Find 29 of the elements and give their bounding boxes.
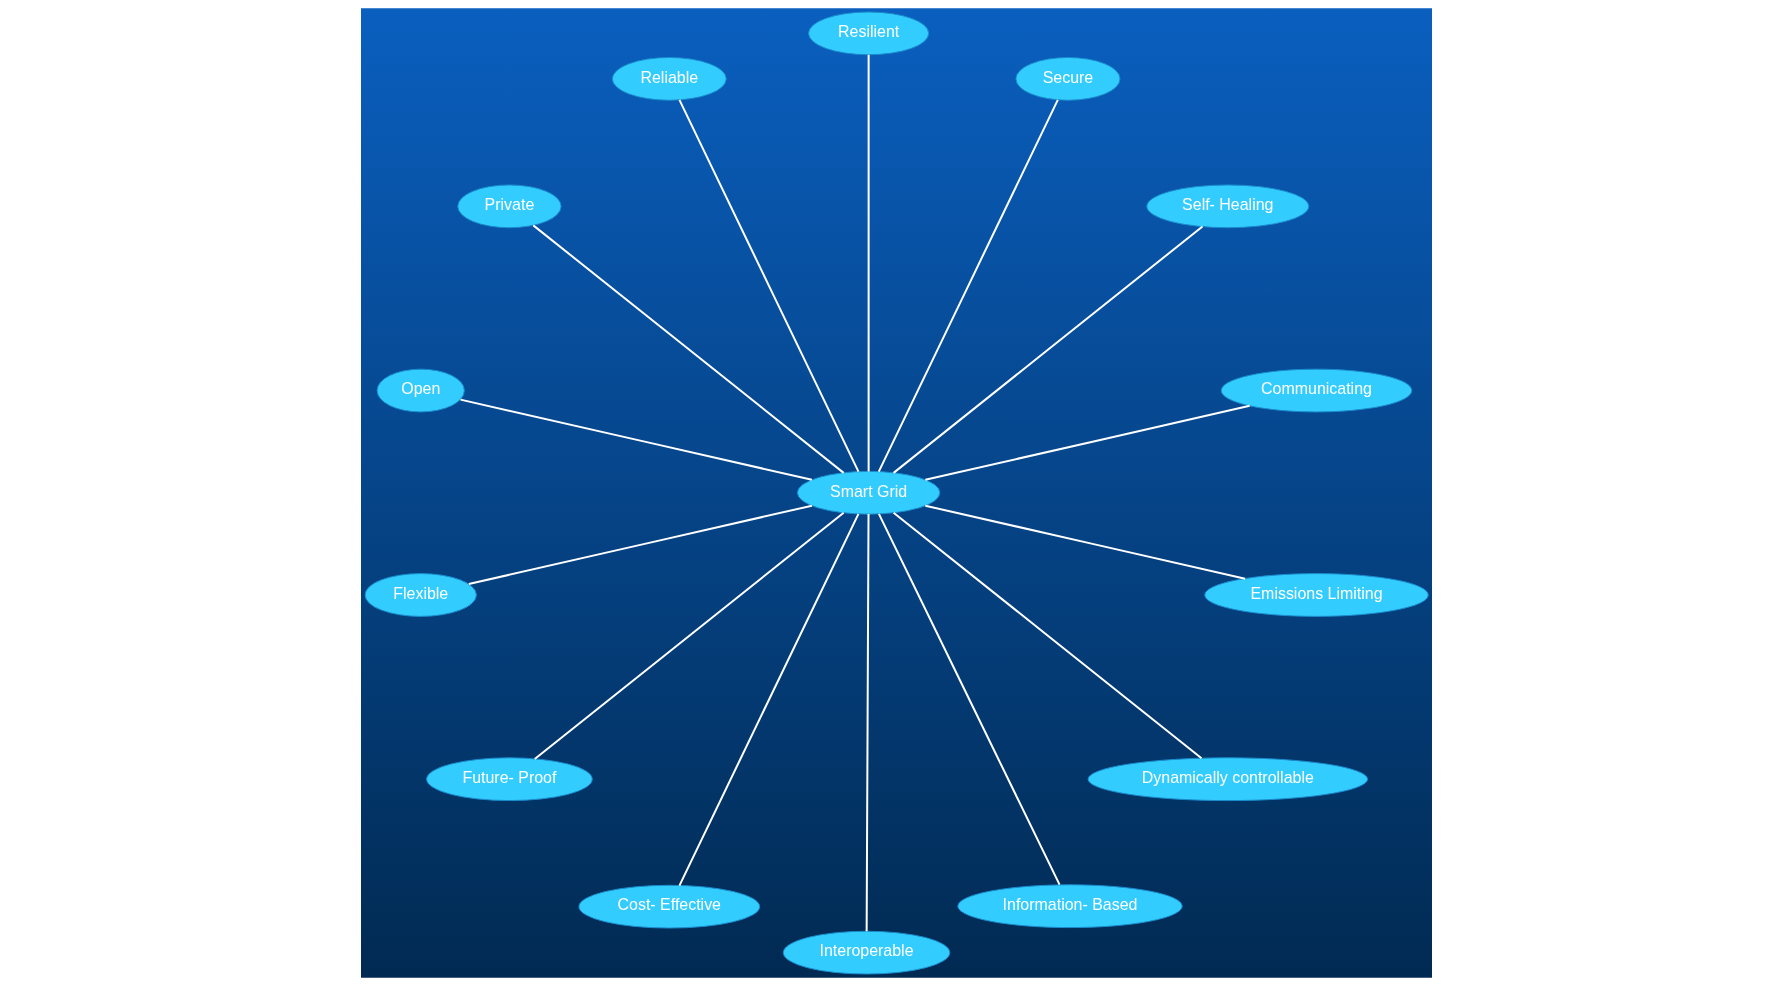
node-ellipse: Interoperable	[782, 930, 950, 975]
connector	[877, 512, 1061, 886]
node-ellipse: Reliable	[611, 56, 727, 101]
node-ellipse: Cost- Effective	[577, 884, 760, 929]
node-ellipse: Private	[456, 184, 562, 229]
node-ellipse: Smart Grid	[796, 470, 940, 515]
node-ellipse: Resilient	[807, 11, 929, 56]
node-ellipse: Future- Proof	[425, 757, 593, 802]
connector	[892, 511, 1203, 760]
connector	[531, 224, 845, 474]
node-ellipse: Communicating	[1220, 368, 1412, 413]
node-ellipse: Information- Based	[956, 884, 1183, 929]
connector	[533, 511, 845, 761]
connector	[923, 504, 1246, 580]
connector	[459, 398, 813, 481]
node-ellipse: Open	[376, 368, 465, 413]
connector	[865, 513, 869, 933]
connector	[467, 504, 813, 585]
connector	[867, 53, 870, 473]
node-ellipse: Dynamically controllable	[1087, 757, 1368, 802]
connector	[923, 404, 1251, 481]
node-ellipse: Emissions Limiting	[1203, 573, 1429, 617]
connector	[892, 225, 1203, 474]
node-ellipse: Flexible	[364, 573, 477, 617]
connector	[677, 98, 859, 473]
node-ellipse: Self- Healing	[1145, 184, 1309, 229]
node-ellipse: Secure	[1014, 56, 1120, 101]
connector	[677, 512, 859, 887]
connector	[877, 98, 1059, 473]
